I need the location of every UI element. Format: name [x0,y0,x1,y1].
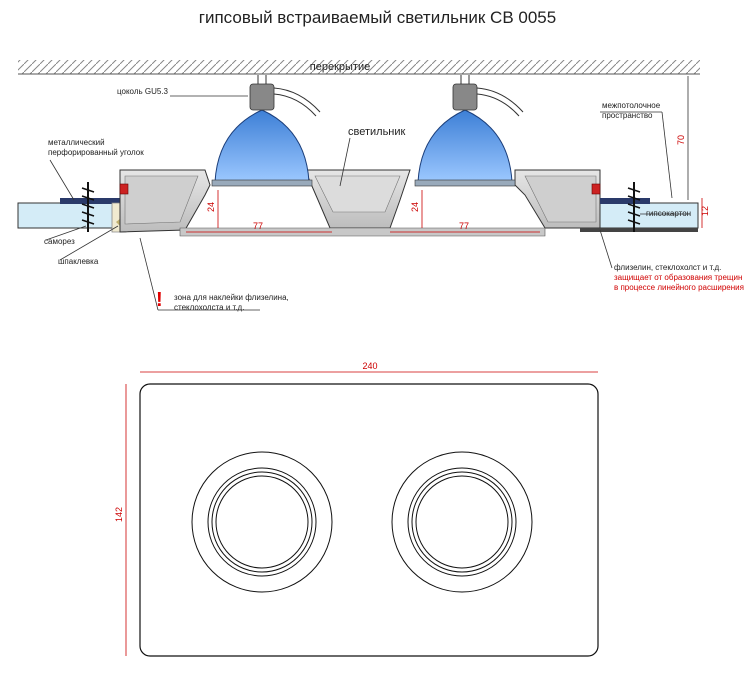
dim-gap-height: 70 [676,135,686,145]
drywall-right [580,198,699,232]
screw-icon [627,182,641,232]
dim-width: 240 [362,361,377,371]
putty-label: шпаклевка [58,257,99,266]
metal-corner-label-1: металлический [48,138,105,147]
ceiling-slab [18,60,700,75]
dim-height: 142 [114,507,124,522]
warning-icon: ! [156,289,163,311]
plan-view [139,383,599,657]
fixture-label: светильник [348,126,406,138]
interceiling-label-1: межпотолочное [602,101,661,110]
plan-lamp-right [391,451,533,593]
dim-lamp-depth-right: 24 [410,202,420,212]
metal-corner-label-2: перфорированный уголок [48,148,144,157]
dim-lamp-depth-left: 24 [206,202,216,212]
ceiling-label: перекрытие [310,61,370,73]
screw-icon [81,182,95,232]
plaster-body [119,169,601,237]
drywall-left [17,198,120,229]
dim-spacing-left: 77 [253,221,263,231]
fleece-label-2: защищает от образования трещин [614,273,742,282]
diagram-title: гипсовый встраиваемый светильник СВ 0055 [198,8,557,27]
dim-spacing-right: 77 [459,221,469,231]
fleece-label-1: флизелин, стеклохолст и т.д. [614,263,721,272]
dimension-lines [125,190,703,656]
lamp-left [211,75,321,187]
screw-label: саморез [44,237,75,246]
dim-drywall-thickness: 12 [700,206,710,216]
leader-lines [45,95,690,311]
fleece-label-3: в процессе линейного расширения [614,283,744,292]
socket-label: цоколь GU5.3 [117,87,169,96]
zone-label-2: стеклохолста и т.д. [174,303,244,312]
zone-label-1: зона для наклейки флизелина, [174,293,289,302]
drywall-label: гипсокартон [646,209,691,218]
plan-lamp-left [191,451,333,593]
interceiling-label-2: пространство [602,111,653,120]
lamp-right [414,75,524,187]
